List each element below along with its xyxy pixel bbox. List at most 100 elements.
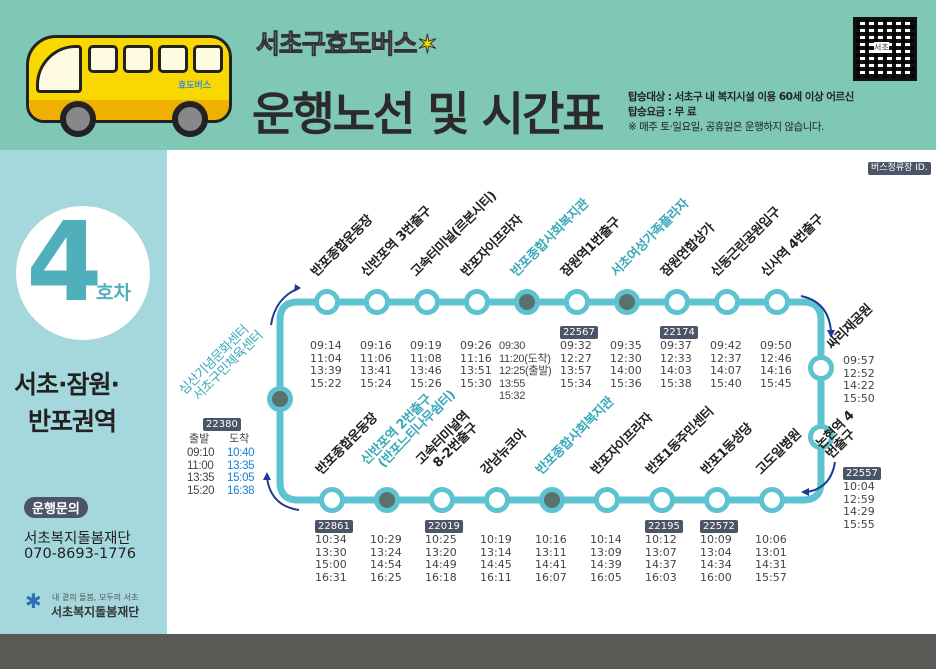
bus-stop[interactable] [664, 289, 690, 315]
departure-time: 13:01 [755, 545, 787, 559]
departure-time: 14:03 [660, 364, 692, 377]
departure-time: 15:38 [660, 376, 692, 390]
departure-time: 13:20 [425, 545, 457, 559]
departure-time: 13:24 [370, 545, 402, 559]
bus-stop[interactable] [514, 289, 540, 315]
departure-time: 12:33 [660, 351, 692, 365]
departure-time: 11:08 [410, 351, 442, 365]
departure-time: 10:12 [645, 533, 677, 546]
departure-time: 09:42 [710, 339, 742, 352]
area-line1: 서초·잠원· [14, 370, 120, 399]
stop-id-badge: 22567 [560, 326, 598, 339]
departure-time: 14:07 [710, 364, 742, 377]
stop-id-badge: 22380 [203, 418, 241, 431]
stop-id-badge: 22557 [843, 467, 881, 480]
departure-time: 15:20 [187, 484, 215, 497]
bus-stop[interactable] [614, 289, 640, 315]
info-fare: 탑승요금 : 무 료 [628, 106, 697, 118]
direction-arrow [806, 461, 836, 493]
departure-time: 15:40 [710, 376, 742, 390]
departure-time: 14:49 [425, 558, 457, 571]
departure-time: 10:16 [535, 533, 567, 546]
bus-stop[interactable] [704, 487, 730, 513]
departure-time: 16:31 [315, 570, 347, 584]
stop-id-badge: 22174 [660, 326, 698, 339]
departure-time: 12:25(출발) [499, 365, 552, 377]
page-title: 운행노선 및 시간표 [252, 87, 605, 141]
departure-time: 16:07 [535, 570, 567, 584]
departure-time: 11:20(도착) [499, 352, 551, 365]
arrival-time: 15:05 [227, 472, 255, 484]
qr-code[interactable]: 서초 [853, 17, 917, 81]
departure-time: 10:06 [755, 533, 787, 546]
bus-stop[interactable] [314, 289, 340, 315]
bus-stop[interactable] [649, 487, 675, 513]
departure-time: 14:00 [610, 364, 642, 377]
departure-time: 13:35 [187, 472, 215, 484]
stop-id-legend: 버스정류장 ID. [868, 162, 931, 175]
bus-stop[interactable] [714, 289, 740, 315]
departure-time: 16:05 [590, 570, 622, 584]
departure-time: 16:11 [480, 570, 512, 584]
departure-time: 15:32 [499, 390, 526, 402]
logo-slogan: 내 곁의 돌봄, 모두의 서초 [52, 593, 139, 602]
departure-time: 13:30 [315, 545, 347, 559]
bus-stop[interactable] [764, 289, 790, 315]
departure-time: 15:22 [310, 376, 342, 390]
departure-time: 15:55 [843, 517, 875, 531]
departure-time: 13:07 [645, 545, 677, 559]
bus-stop[interactable] [808, 355, 834, 381]
bus-stop[interactable] [414, 289, 440, 315]
departure-time: 15:26 [410, 376, 442, 390]
bus-stop[interactable] [759, 487, 785, 513]
bus-logo: 효도버스 [178, 81, 212, 91]
departure-time: 12:37 [710, 351, 742, 365]
bus-stop[interactable] [564, 289, 590, 315]
info-eligibility: 탑승대상 : 서초구 내 복지시설 이용 60세 이상 어르신 [628, 91, 854, 103]
departure-time: 09:26 [460, 339, 492, 352]
bus-stop[interactable] [808, 424, 834, 450]
departure-time: 15:45 [760, 376, 792, 390]
departure-time: 14:41 [535, 558, 567, 571]
departure-time: 14:45 [480, 558, 512, 571]
area-line2: 반포권역 [28, 407, 117, 436]
direction-arrow [266, 477, 300, 511]
bus-stop[interactable] [429, 487, 455, 513]
contact-phone[interactable]: 070-8693-1776 [24, 546, 136, 562]
departure-time: 10:25 [425, 533, 457, 546]
bus-stop[interactable] [539, 487, 565, 513]
arrival-time: 10:40 [227, 447, 255, 459]
departure-time: 13:04 [700, 545, 732, 559]
departure-time: 15:36 [610, 376, 642, 390]
departure-time: 09:50 [760, 339, 792, 352]
bus-number-badge: 4 호차 [16, 198, 150, 340]
departure-time: 13:11 [535, 545, 567, 559]
departure-time: 12:46 [760, 351, 792, 365]
bus-stop[interactable] [594, 487, 620, 513]
bus-stop[interactable] [364, 289, 390, 315]
bus-stop[interactable] [319, 487, 345, 513]
info-notice: ※ 매주 토·일요일, 공휴일은 운행하지 않습니다. [628, 121, 824, 133]
bus-stop[interactable] [484, 487, 510, 513]
bus-stop[interactable] [374, 487, 400, 513]
departure-time: 15:24 [360, 376, 392, 390]
bus-stop[interactable] [464, 289, 490, 315]
left-panel: 4 호차 서초·잠원· 반포권역 운행문의 서초복지돌봄재단 070-8693-… [0, 150, 167, 634]
departure-time: 11:16 [460, 351, 492, 365]
departure-time: 09:37 [660, 339, 692, 352]
departure-time: 13:46 [410, 364, 442, 377]
bus-stop[interactable] [267, 386, 293, 412]
